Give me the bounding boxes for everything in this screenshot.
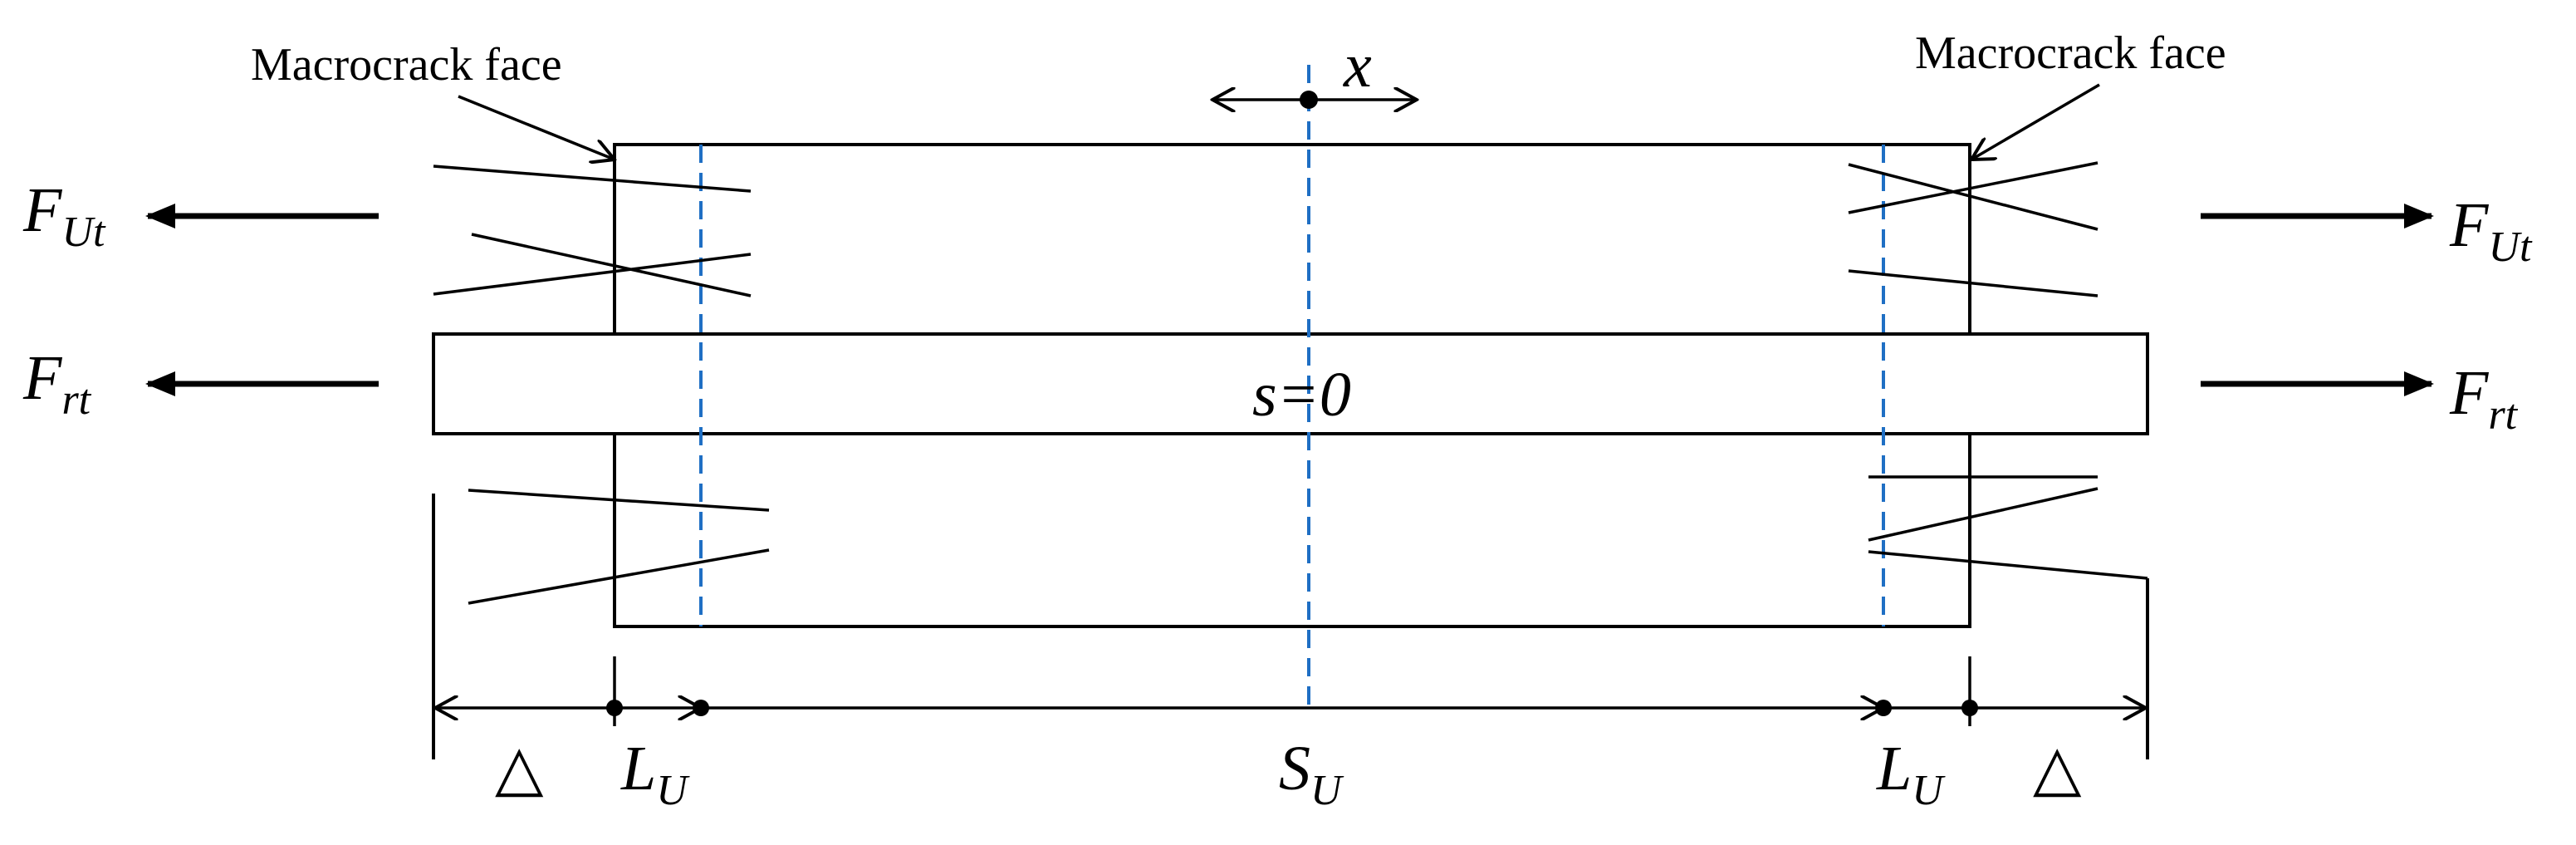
spacing-label: SU: [1279, 734, 1344, 814]
force-label-rt-right: Frt: [2449, 358, 2519, 439]
rebar-bar: [432, 332, 2149, 435]
macrocrack-label-left: Macrocrack face: [251, 39, 562, 91]
cracks-upper-left: [433, 165, 752, 297]
center-label: s=0: [1252, 360, 1351, 430]
force-label-ut-right: FUt: [2449, 190, 2533, 271]
macrocrack-pointer-left: [458, 95, 615, 160]
cracks-lower-right: [1868, 475, 2149, 759]
macrocrack-pointer-right: [1971, 83, 2100, 160]
force-label-rt-left: Frt: [22, 343, 92, 424]
dimension-line: [435, 656, 2146, 726]
cracks-upper-right: [1848, 161, 2099, 297]
axis-label: x: [1343, 31, 1372, 101]
delta-label-left: △: [495, 734, 544, 803]
origin-dot: [1300, 91, 1318, 109]
force-label-ut-left: FUt: [22, 175, 106, 256]
transfer-length-label-right: LU: [1876, 734, 1946, 814]
delta-label-right: △: [2033, 734, 2082, 803]
transfer-length-label-left: LU: [620, 734, 690, 814]
macrocrack-label-right: Macrocrack face: [1915, 27, 2226, 79]
